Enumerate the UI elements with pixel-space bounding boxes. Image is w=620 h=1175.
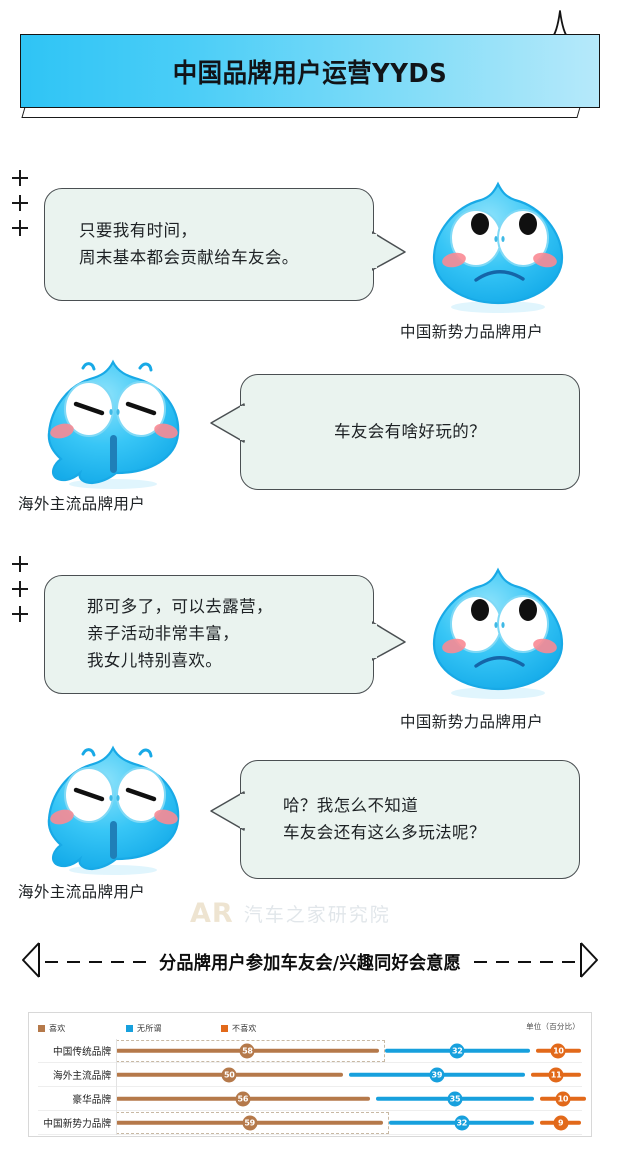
legend-label: 无所谓 xyxy=(137,1023,162,1033)
legend-item-like: 喜欢 xyxy=(38,1023,126,1034)
bubble-line: 哈？我怎么不知道 xyxy=(283,795,419,815)
plus-icon xyxy=(12,220,28,236)
legend-swatch xyxy=(38,1024,45,1032)
dash xyxy=(67,960,80,964)
chart-value-badge: 32 xyxy=(454,1115,470,1130)
watermark-logo: AR xyxy=(190,898,234,929)
chart-value-badge: 10 xyxy=(550,1043,566,1058)
dash xyxy=(495,960,509,964)
speech-bubble-3: 那可多了，可以去露营， 亲子活动非常丰富， 我女儿特别喜欢。 xyxy=(44,575,374,694)
plus-icon xyxy=(12,556,28,572)
chart-value-badge: 9 xyxy=(553,1115,569,1130)
character-3-label: 中国新势力品牌用户 xyxy=(400,713,544,731)
bubble-line: 那可多了，可以去露营， xyxy=(87,597,273,617)
dash xyxy=(133,960,146,964)
watermark-text: 汽车之家研究院 xyxy=(243,904,391,926)
chart-row-label: 海外主流品牌 xyxy=(53,1071,112,1082)
plus-icon xyxy=(12,170,28,186)
legend-label: 不喜欢 xyxy=(232,1023,257,1033)
character-3-avatar xyxy=(418,562,578,706)
chart-value-badge: 32 xyxy=(449,1043,465,1058)
chart-row-label: 中国传统品牌 xyxy=(53,1047,112,1058)
chart-value-badge: 10 xyxy=(555,1091,571,1106)
section-title: 分品牌用户参加车友会/兴趣同好会意愿 xyxy=(158,953,462,974)
character-1-avatar xyxy=(418,176,578,320)
chart-container: 喜欢 无所谓 不喜欢 单位（百分比） 中国传统品牌 58 32 10 海外主流品牌 50 3… xyxy=(28,1012,592,1137)
legend-item-dislike: 不喜欢 xyxy=(221,1023,257,1034)
header-bar: 中国品牌用户运营YYDS xyxy=(20,34,600,108)
divider-dashes-right xyxy=(473,960,575,964)
character-4-label: 海外主流品牌用户 xyxy=(18,883,146,901)
chart-row-label: 中国新势力品牌 xyxy=(43,1119,112,1130)
character-1-label: 中国新势力品牌用户 xyxy=(400,323,544,341)
chart-legend: 喜欢 无所谓 不喜欢 单位（百分比） xyxy=(38,1020,582,1036)
bubble-line: 车友会有啥好玩的？ xyxy=(333,421,487,441)
speech-bubble-2: 车友会有啥好玩的？ xyxy=(240,374,580,490)
chart-value-badge: 59 xyxy=(242,1115,258,1130)
speech-bubble-4: 哈？我怎么不知道 车友会还有这么多玩法呢？ xyxy=(240,760,580,879)
watermark: AR 汽车之家研究院 xyxy=(190,898,391,929)
dash xyxy=(517,960,531,964)
chart-row-track: 58 32 10 xyxy=(116,1039,582,1063)
dash xyxy=(539,960,553,964)
chevron-right-icon xyxy=(578,941,600,983)
speech-bubble-1: 只要我有时间， 周末基本都会贡献给车友会。 xyxy=(44,188,374,301)
chart-row: 豪华品牌 56 35 10 xyxy=(38,1087,586,1111)
chart-row-track: 56 35 10 xyxy=(116,1087,586,1111)
page-title: 中国品牌用户运营YYDS xyxy=(172,58,448,89)
chart-row-track: 50 39 11 xyxy=(116,1063,582,1087)
character-4-avatar xyxy=(28,738,198,882)
dash xyxy=(89,960,102,964)
bubble-line: 周末基本都会贡献给车友会。 xyxy=(79,247,299,267)
character-2-avatar xyxy=(28,352,198,496)
section-divider: 分品牌用户参加车友会/兴趣同好会意愿 xyxy=(10,940,610,984)
character-2-label: 海外主流品牌用户 xyxy=(18,495,146,513)
plus-decor-group-bottom xyxy=(12,556,34,631)
legend-label: 喜欢 xyxy=(49,1023,66,1033)
chart-row: 海外主流品牌 50 39 11 xyxy=(38,1063,582,1087)
plus-icon xyxy=(12,195,28,211)
dash xyxy=(45,960,58,964)
page-header: 中国品牌用户运营YYDS xyxy=(0,0,620,140)
speech-bubble-tail-left xyxy=(208,398,250,450)
chart-row-track: 59 32 9 xyxy=(116,1111,582,1135)
chart-row: 中国传统品牌 58 32 10 xyxy=(38,1039,582,1063)
chart-row: 中国新势力品牌 59 32 9 xyxy=(38,1111,582,1135)
bubble-line: 只要我有时间， xyxy=(79,220,198,240)
legend-item-neutral: 无所谓 xyxy=(126,1023,221,1034)
dash xyxy=(111,960,124,964)
plus-icon xyxy=(12,606,28,622)
bubble-line: 我女儿特别喜欢。 xyxy=(87,650,223,670)
chevron-left-icon xyxy=(20,941,42,983)
plus-icon xyxy=(12,581,28,597)
chart-value-badge: 56 xyxy=(235,1091,251,1106)
dash xyxy=(561,960,575,964)
plus-decor-group-top xyxy=(12,170,34,245)
chart-value-badge: 58 xyxy=(239,1043,255,1058)
divider-dashes-left xyxy=(45,960,146,964)
bubble-line: 亲子活动非常丰富， xyxy=(87,624,240,644)
chart-unit-label: 单位（百分比） xyxy=(526,1022,580,1031)
dash xyxy=(473,960,487,964)
chart-value-badge: 11 xyxy=(548,1067,564,1082)
chart-rows: 中国传统品牌 58 32 10 海外主流品牌 50 39 11 豪华品牌 56 35 10 中国新势力品… xyxy=(38,1039,586,1135)
bubble-line: 车友会还有这么多玩法呢？ xyxy=(283,822,486,842)
chart-axis-line xyxy=(116,1039,117,1135)
chart-value-badge: 39 xyxy=(429,1067,445,1082)
chart-value-badge: 35 xyxy=(447,1091,463,1106)
chart-value-badge: 50 xyxy=(221,1067,237,1082)
speech-bubble-tail-right xyxy=(368,618,408,668)
speech-bubble-tail-left xyxy=(208,786,250,838)
speech-bubble-tail-right xyxy=(368,228,408,278)
legend-swatch xyxy=(126,1024,133,1032)
chart-row-label: 豪华品牌 xyxy=(72,1095,112,1106)
legend-swatch xyxy=(221,1024,228,1032)
